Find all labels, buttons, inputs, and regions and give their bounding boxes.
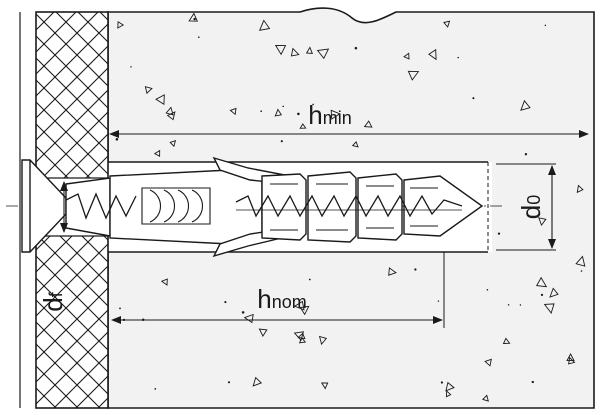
aggregate-triangle <box>538 217 547 227</box>
aggregate-dot <box>507 304 510 306</box>
anchor-internal-ribs <box>149 183 438 231</box>
aggregate-dot <box>524 153 528 156</box>
aggregate-triangle <box>274 45 287 56</box>
aggregate-triangle <box>305 46 313 55</box>
dimension-h-nom: hnom <box>111 252 445 328</box>
d-f-label: df <box>38 291 68 311</box>
aggregate-triangle <box>403 52 410 60</box>
aggregate-triangle <box>576 184 584 194</box>
aggregate-dot <box>241 311 245 314</box>
aggregate-triangle <box>520 99 531 111</box>
aggregate-triangle <box>428 48 437 61</box>
h-nom-label: hnom <box>257 284 306 314</box>
aggregate-triangle <box>258 328 268 338</box>
aggregate-dot <box>308 278 311 281</box>
aggregate-triangle <box>330 109 341 120</box>
aggregate-triangle <box>252 376 263 387</box>
aggregate-triangle <box>484 358 492 367</box>
h-min-label: hmin <box>308 100 351 130</box>
aggregate-triangle <box>566 353 575 362</box>
aggregate-triangle <box>290 47 300 57</box>
aggregate-triangle <box>160 278 168 286</box>
aggregate-triangle <box>445 381 455 392</box>
aggregate-triangle <box>363 120 373 128</box>
aggregate-dot <box>312 103 314 106</box>
aggregate-triangle <box>443 20 451 28</box>
aggregate-dot <box>457 56 459 59</box>
aggregate-triangle <box>165 106 174 116</box>
aggregate-dot <box>282 105 284 108</box>
aggregate-triangle <box>293 331 305 342</box>
aggregate-dot <box>544 24 547 27</box>
aggregate-triangle <box>299 305 310 316</box>
aggregate-triangle <box>316 48 330 60</box>
aggregate-dot <box>119 307 121 310</box>
aggregate-triangle <box>407 70 420 81</box>
aggregate-triangle <box>258 19 271 31</box>
aggregate-triangle <box>502 337 511 344</box>
aggregate-dot <box>154 388 157 390</box>
d-0-label: d0 <box>516 195 546 219</box>
aggregate-dot <box>497 232 501 235</box>
aggregate-triangle <box>318 335 328 346</box>
aggregate-dot <box>486 289 489 291</box>
aggregate-dot <box>531 380 534 384</box>
aggregate-dot <box>260 110 263 113</box>
aggregate-triangle <box>166 111 176 121</box>
aggregate-triangle <box>575 255 586 267</box>
aggregate-triangle <box>388 267 397 276</box>
aggregate-triangle <box>188 12 199 22</box>
aggregate-triangle <box>169 140 177 148</box>
concrete-aggregate <box>115 12 586 402</box>
aggregate-triangle <box>298 336 307 344</box>
aggregate-dot <box>130 66 132 68</box>
aggregate-dot <box>540 293 544 297</box>
aggregate-triangle <box>299 123 307 129</box>
aggregate-dot <box>519 304 522 306</box>
aggregate-triangle <box>481 394 489 402</box>
anchor-dowel <box>65 156 484 258</box>
aggregate-triangle <box>229 107 237 116</box>
aggregate-triangle <box>543 303 555 314</box>
aggregate-triangle <box>117 21 125 29</box>
aggregate-triangle <box>445 390 452 398</box>
aggregate-dot <box>414 268 417 271</box>
dimension-d-0: d0 <box>496 163 556 251</box>
aggregate-triangle <box>153 149 161 157</box>
aggregate-dot <box>354 46 358 50</box>
aggregate-triangle <box>549 287 559 298</box>
aggregate-dot <box>440 381 443 384</box>
aggregate-triangle <box>321 382 329 390</box>
aggregate-dot <box>580 270 583 272</box>
aggregate-triangle <box>155 94 165 106</box>
aggregate-triangle <box>535 276 548 288</box>
dimension-d-f: df <box>38 181 68 312</box>
aggregate-dot <box>437 300 440 302</box>
aggregate-triangle <box>274 108 283 117</box>
aggregate-triangle <box>568 356 576 365</box>
aggregate-dot <box>472 97 475 100</box>
aggregate-dot <box>227 381 231 384</box>
aggregate-triangle <box>293 300 305 311</box>
screw-shank <box>65 192 463 220</box>
aggregate-dot <box>193 17 196 21</box>
aggregate-dot <box>115 138 119 141</box>
aggregate-dot <box>280 140 283 143</box>
aggregate-dot <box>224 301 227 304</box>
aggregate-dot <box>198 36 200 38</box>
aggregate-dot <box>297 112 300 116</box>
aggregate-triangle <box>144 86 153 95</box>
aggregate-triangle <box>351 141 359 148</box>
dimension-h-min: hmin <box>109 100 589 138</box>
